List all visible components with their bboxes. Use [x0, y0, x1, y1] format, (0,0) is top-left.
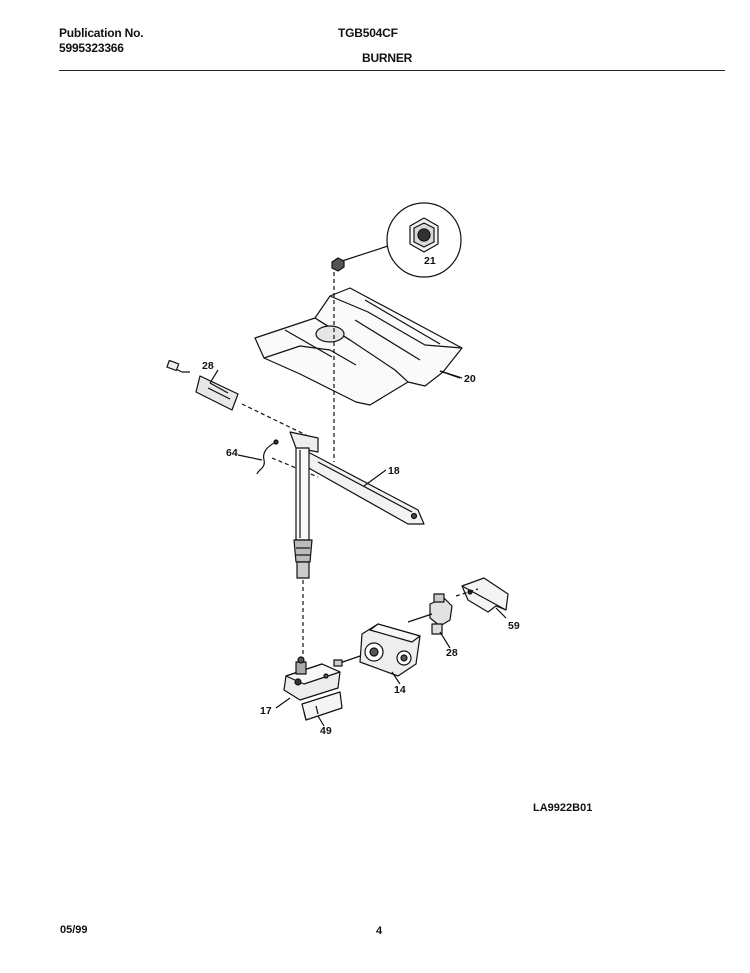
callout-pilot-assembly: 17 [260, 705, 272, 717]
burner-baffle [254, 287, 463, 406]
callout-mount-bracket: 59 [508, 620, 520, 632]
callout-pilot-bracket: 49 [320, 725, 332, 737]
burner-tube-bracket [289, 431, 425, 579]
pilot-bracket [301, 691, 343, 721]
callout-baffle: 20 [464, 373, 476, 385]
publication-label: Publication No. [59, 26, 144, 40]
igniter [166, 359, 307, 436]
page-number: 4 [376, 925, 383, 937]
publication-number: 5995323366 [59, 41, 124, 55]
nut-detail-callout [331, 202, 462, 278]
callout-wire-clip: 64 [226, 447, 238, 459]
pilot-assembly [283, 656, 341, 701]
header-rule [59, 70, 725, 71]
section-title: BURNER [362, 51, 413, 65]
callout-burner-bracket: 18 [388, 465, 400, 477]
mount-bracket [461, 577, 509, 613]
wire-clip [256, 439, 319, 478]
callout-pilot-fitting: 28 [446, 647, 458, 659]
model-number: TGB504CF [338, 26, 398, 40]
pilot-fitting [407, 588, 479, 635]
gas-valve [333, 623, 421, 677]
callout-igniter: 28 [202, 360, 214, 372]
callout-nut: 21 [424, 255, 436, 267]
callout-valve: 14 [394, 684, 406, 696]
drawing-code: LA9922B01 [533, 802, 593, 814]
publication-date: 05/99 [60, 924, 88, 936]
